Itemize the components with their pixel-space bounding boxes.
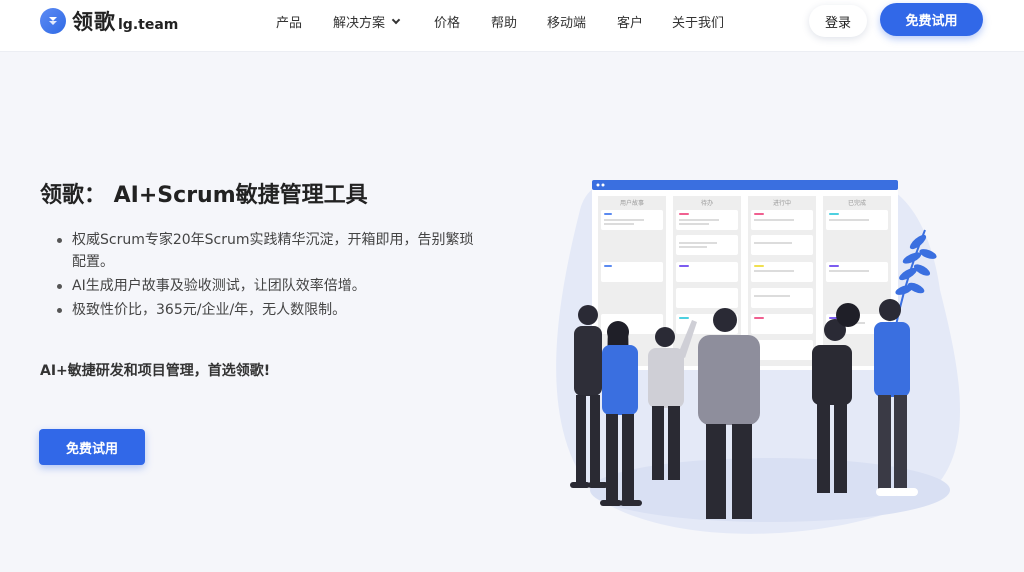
logo[interactable]: 领歌 lg.team (40, 8, 178, 34)
feature-item: AI生成用户故事及验收测试，让团队效率倍增。 (57, 275, 477, 297)
nav-item-label: 帮助 (491, 16, 518, 31)
plant-icon (894, 229, 937, 331)
feature-item: 极致性价比，365元/企业/年，无人数限制。 (57, 299, 477, 321)
hero-free-trial-button[interactable]: 免费试用 (39, 429, 145, 465)
hero-tagline: AI+敏捷研发和项目管理，首选领歌! (40, 363, 271, 379)
nav-item-label: 移动端 (547, 16, 587, 31)
top-nav-bar: 领歌 lg.team 产品 解决方案 价格 帮助 移动端 客户 关于我们 登录 … (0, 0, 1024, 52)
nav-item-mobile[interactable]: 移动端 (547, 12, 586, 31)
logo-name: 领歌 (72, 10, 116, 34)
board-column-title: 进行中 (773, 199, 791, 207)
nav-item-label: 关于我们 (672, 16, 725, 31)
nav-item-products[interactable]: 产品 (276, 12, 302, 31)
board-column-title: 用户故事 (620, 199, 644, 207)
nav-item-label: 客户 (617, 16, 644, 31)
person-figure (570, 305, 608, 488)
nav-item-label: 解决方案 (333, 16, 386, 31)
person-figure (600, 321, 642, 506)
nav-item-label: 价格 (434, 16, 461, 31)
board-column-title: 已完成 (848, 199, 866, 207)
feature-item: 权威Scrum专家20年Scrum实践精华沉淀，开箱即用，告别繁琐配置。 (57, 229, 477, 273)
logo-icon (40, 8, 66, 34)
board-column-title: 待办 (701, 199, 713, 207)
logo-domain: lg.team (118, 17, 179, 33)
login-button[interactable]: 登录 (809, 5, 867, 37)
person-figure (648, 320, 697, 480)
nav-item-label: 产品 (276, 16, 303, 31)
nav-item-solutions[interactable]: 解决方案 (333, 12, 401, 31)
kanban-board: 用户故事 待办 进行中 已完成 (592, 180, 898, 370)
nav-item-pricing[interactable]: 价格 (434, 12, 460, 31)
hero-title: 领歌： AI+Scrum敏捷管理工具 (40, 183, 368, 208)
nav-item-customers[interactable]: 客户 (617, 12, 643, 31)
chevron-down-icon (391, 15, 401, 24)
nav-item-about[interactable]: 关于我们 (672, 12, 724, 31)
person-figure (698, 308, 760, 519)
person-figure (874, 299, 918, 496)
feature-list: 权威Scrum专家20年Scrum实践精华沉淀，开箱即用，告别繁琐配置。 AI生… (57, 229, 477, 323)
person-figure (812, 303, 860, 493)
team-kanban-illustration: 用户故事 待办 进行中 已完成 (556, 180, 960, 534)
free-trial-button[interactable]: 免费试用 (880, 3, 983, 36)
nav-item-help[interactable]: 帮助 (491, 12, 517, 31)
team-people (570, 299, 918, 519)
